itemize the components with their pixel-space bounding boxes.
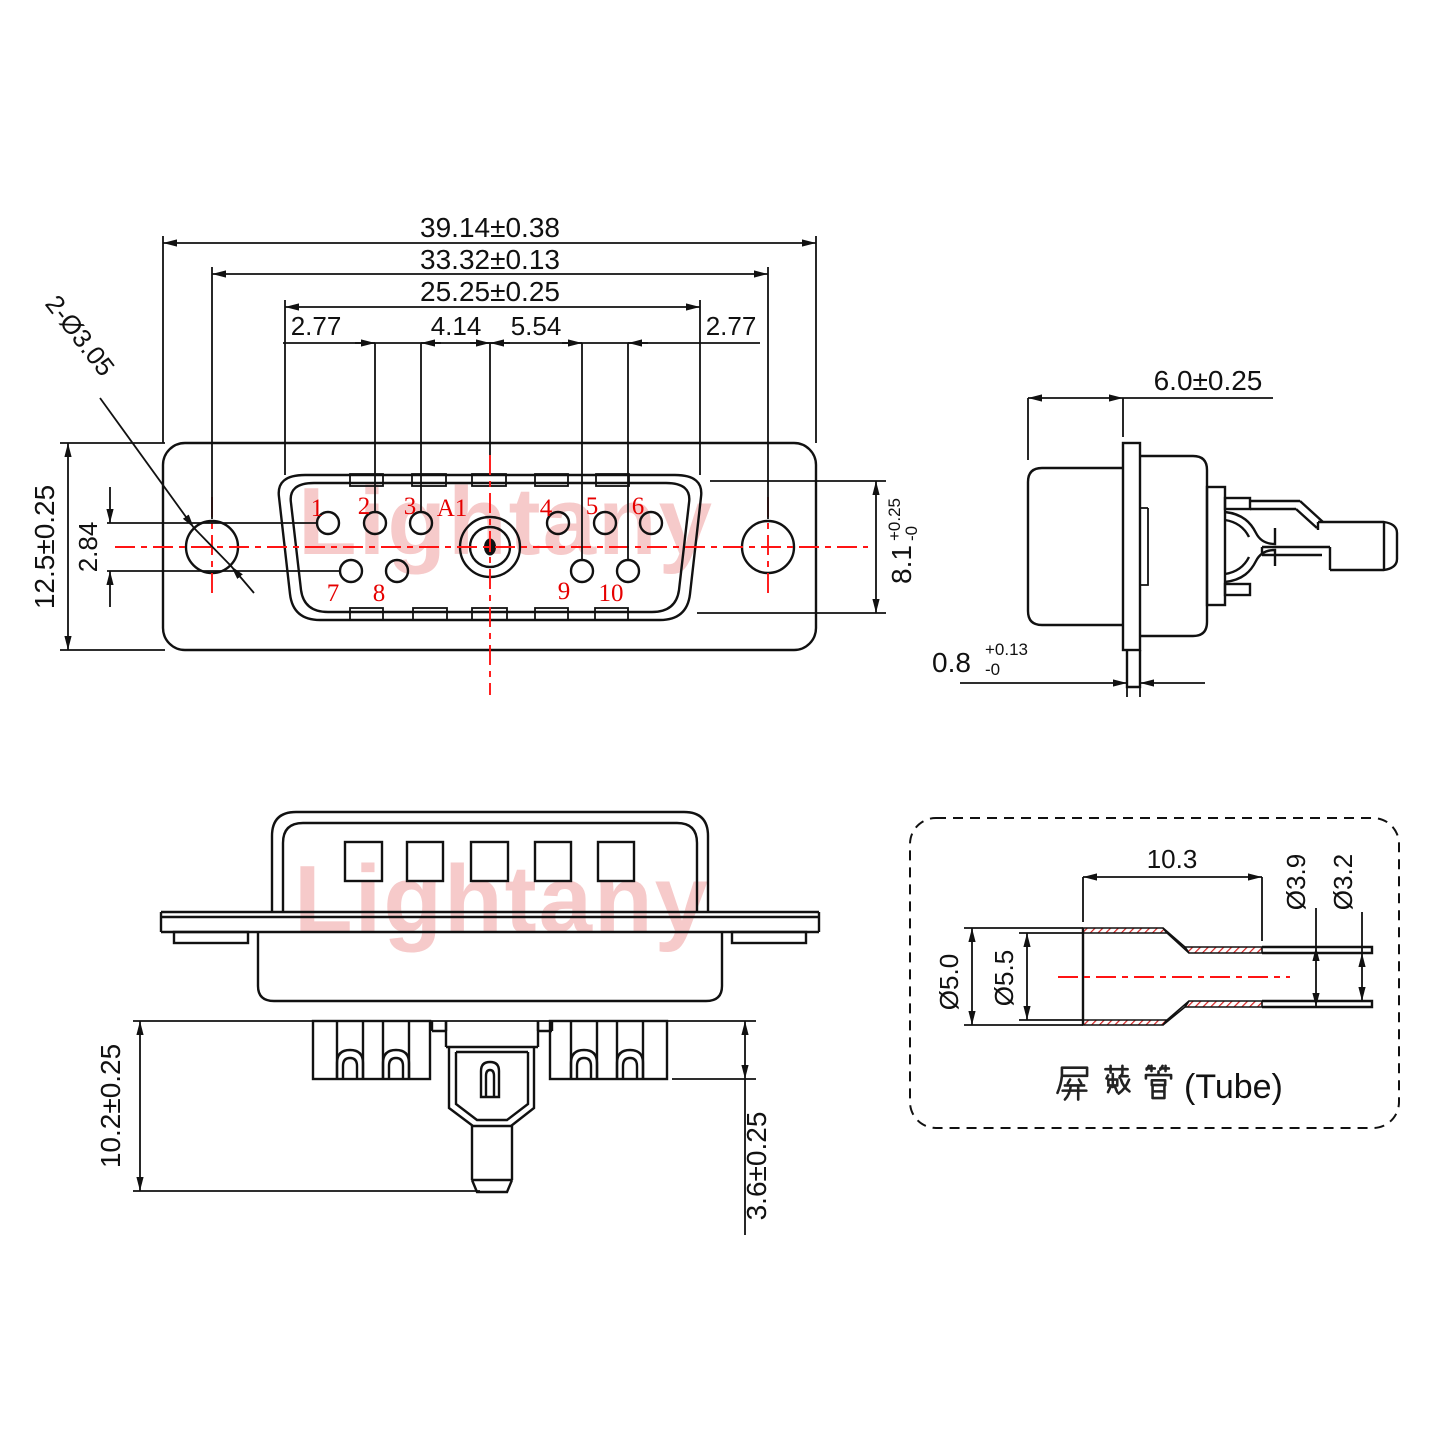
dim-pitch-left: 2.77 — [291, 311, 342, 341]
side-shell-body — [1026, 466, 1123, 627]
front-insert-outer — [277, 473, 703, 622]
bottom-flange — [159, 910, 821, 945]
side-dimension-lines — [960, 394, 1273, 687]
pin-label-5: 5 — [586, 493, 599, 520]
bottom-rear-shell — [256, 932, 724, 1003]
tube-hatched-walls — [1082, 927, 1263, 1026]
tube-label-en: (Tube) — [1184, 1068, 1283, 1106]
side-contacts — [1223, 496, 1399, 597]
dim-hole-note: 2-Ø3.05 — [39, 289, 120, 382]
front-pin-labels: 1 2 3 A1 4 5 6 7 8 9 10 — [311, 493, 645, 607]
dim-tube-id-large: Ø5.5 — [989, 950, 1019, 1006]
dim-flange-thickness: 0.8 +0.13 -0 — [932, 640, 1028, 679]
front-insert-inner — [289, 481, 691, 614]
bottom-shell-slots — [343, 840, 636, 883]
pin-label-10: 10 — [599, 580, 624, 607]
pin-label-7: 7 — [327, 580, 340, 607]
pin-label-1: 1 — [311, 495, 324, 522]
bottom-block-right — [548, 1019, 669, 1081]
side-insulator-recess — [1140, 507, 1149, 586]
dim-tube-length: 10.3 — [1147, 844, 1198, 874]
bottom-shell-inner — [281, 821, 699, 912]
bottom-extension-lines — [133, 1078, 756, 1192]
dim-tail-length: 10.2±0.25 — [95, 1044, 126, 1168]
pin-label-2: 2 — [358, 493, 371, 520]
side-flange — [1121, 441, 1142, 689]
bottom-view: 10.2±0.25 3.6±0.25 — [95, 810, 821, 1235]
side-insulator — [1140, 454, 1209, 638]
pin-label-4: 4 — [540, 495, 553, 522]
bottom-block-left — [311, 1019, 432, 1081]
tube-view: 10.3 Ø3.9 Ø3.2 Ø5.0 Ø5.5 (Tube) — [909, 817, 1400, 1129]
side-view: 6.0±0.25 0.8 +0.13 -0 — [932, 365, 1399, 697]
dim-overall-height: 12.5±0.25 — [29, 485, 60, 609]
front-insert-notches — [349, 473, 630, 621]
dim-insert-width: 25.25±0.25 — [420, 276, 560, 307]
front-view: 39.14±0.38 33.32±0.13 25.25±0.25 2.77 4.… — [29, 212, 921, 695]
bottom-dimension-lines — [136, 1021, 749, 1235]
dim-overall-width: 39.14±0.38 — [420, 212, 560, 243]
front-extension-lines — [60, 236, 886, 651]
dim-hole-span: 33.32±0.13 — [420, 244, 560, 275]
dim-pitch-mid-left: 4.14 — [431, 311, 482, 341]
dim-pitch-right: 2.77 — [706, 311, 757, 341]
tube-extension-lines — [964, 877, 1263, 1026]
dim-row-offset: 2.84 — [73, 522, 103, 573]
svg-text:+0.13: +0.13 — [985, 640, 1028, 659]
side-extension-lines — [1027, 398, 1141, 697]
bottom-shell-outer — [270, 810, 710, 912]
dim-depth: 6.0±0.25 — [1154, 365, 1263, 396]
pin-label-a1: A1 — [437, 495, 468, 522]
pin-label-3: 3 — [404, 493, 417, 520]
pin-label-6: 6 — [632, 493, 645, 520]
dim-pitch-mid-right: 5.54 — [511, 311, 562, 341]
dim-tube-od-large: Ø5.0 — [934, 954, 964, 1010]
svg-text:-0: -0 — [902, 526, 921, 541]
svg-text:8.1: 8.1 — [886, 545, 917, 584]
tube-dimension-lines — [968, 873, 1366, 1025]
bottom-coax-tail — [430, 1021, 554, 1194]
dim-insert-height: 8.1 +0.25 -0 — [885, 498, 921, 584]
tube-dashed-border — [909, 817, 1400, 1129]
dim-tube-od-small: Ø3.9 — [1281, 854, 1311, 910]
dim-tube-id-small: Ø3.2 — [1328, 854, 1358, 910]
side-wafer — [1205, 485, 1227, 607]
svg-text:+0.25: +0.25 — [885, 498, 904, 541]
pin-label-8: 8 — [373, 580, 386, 607]
svg-text:0.8: 0.8 — [932, 647, 971, 678]
dim-block-height: 3.6±0.25 — [741, 1112, 772, 1221]
pin-label-9: 9 — [558, 578, 571, 605]
tube-label-cjk — [1056, 1064, 1173, 1101]
front-dimension-lines — [64, 239, 880, 650]
svg-text:-0: -0 — [985, 660, 1000, 679]
